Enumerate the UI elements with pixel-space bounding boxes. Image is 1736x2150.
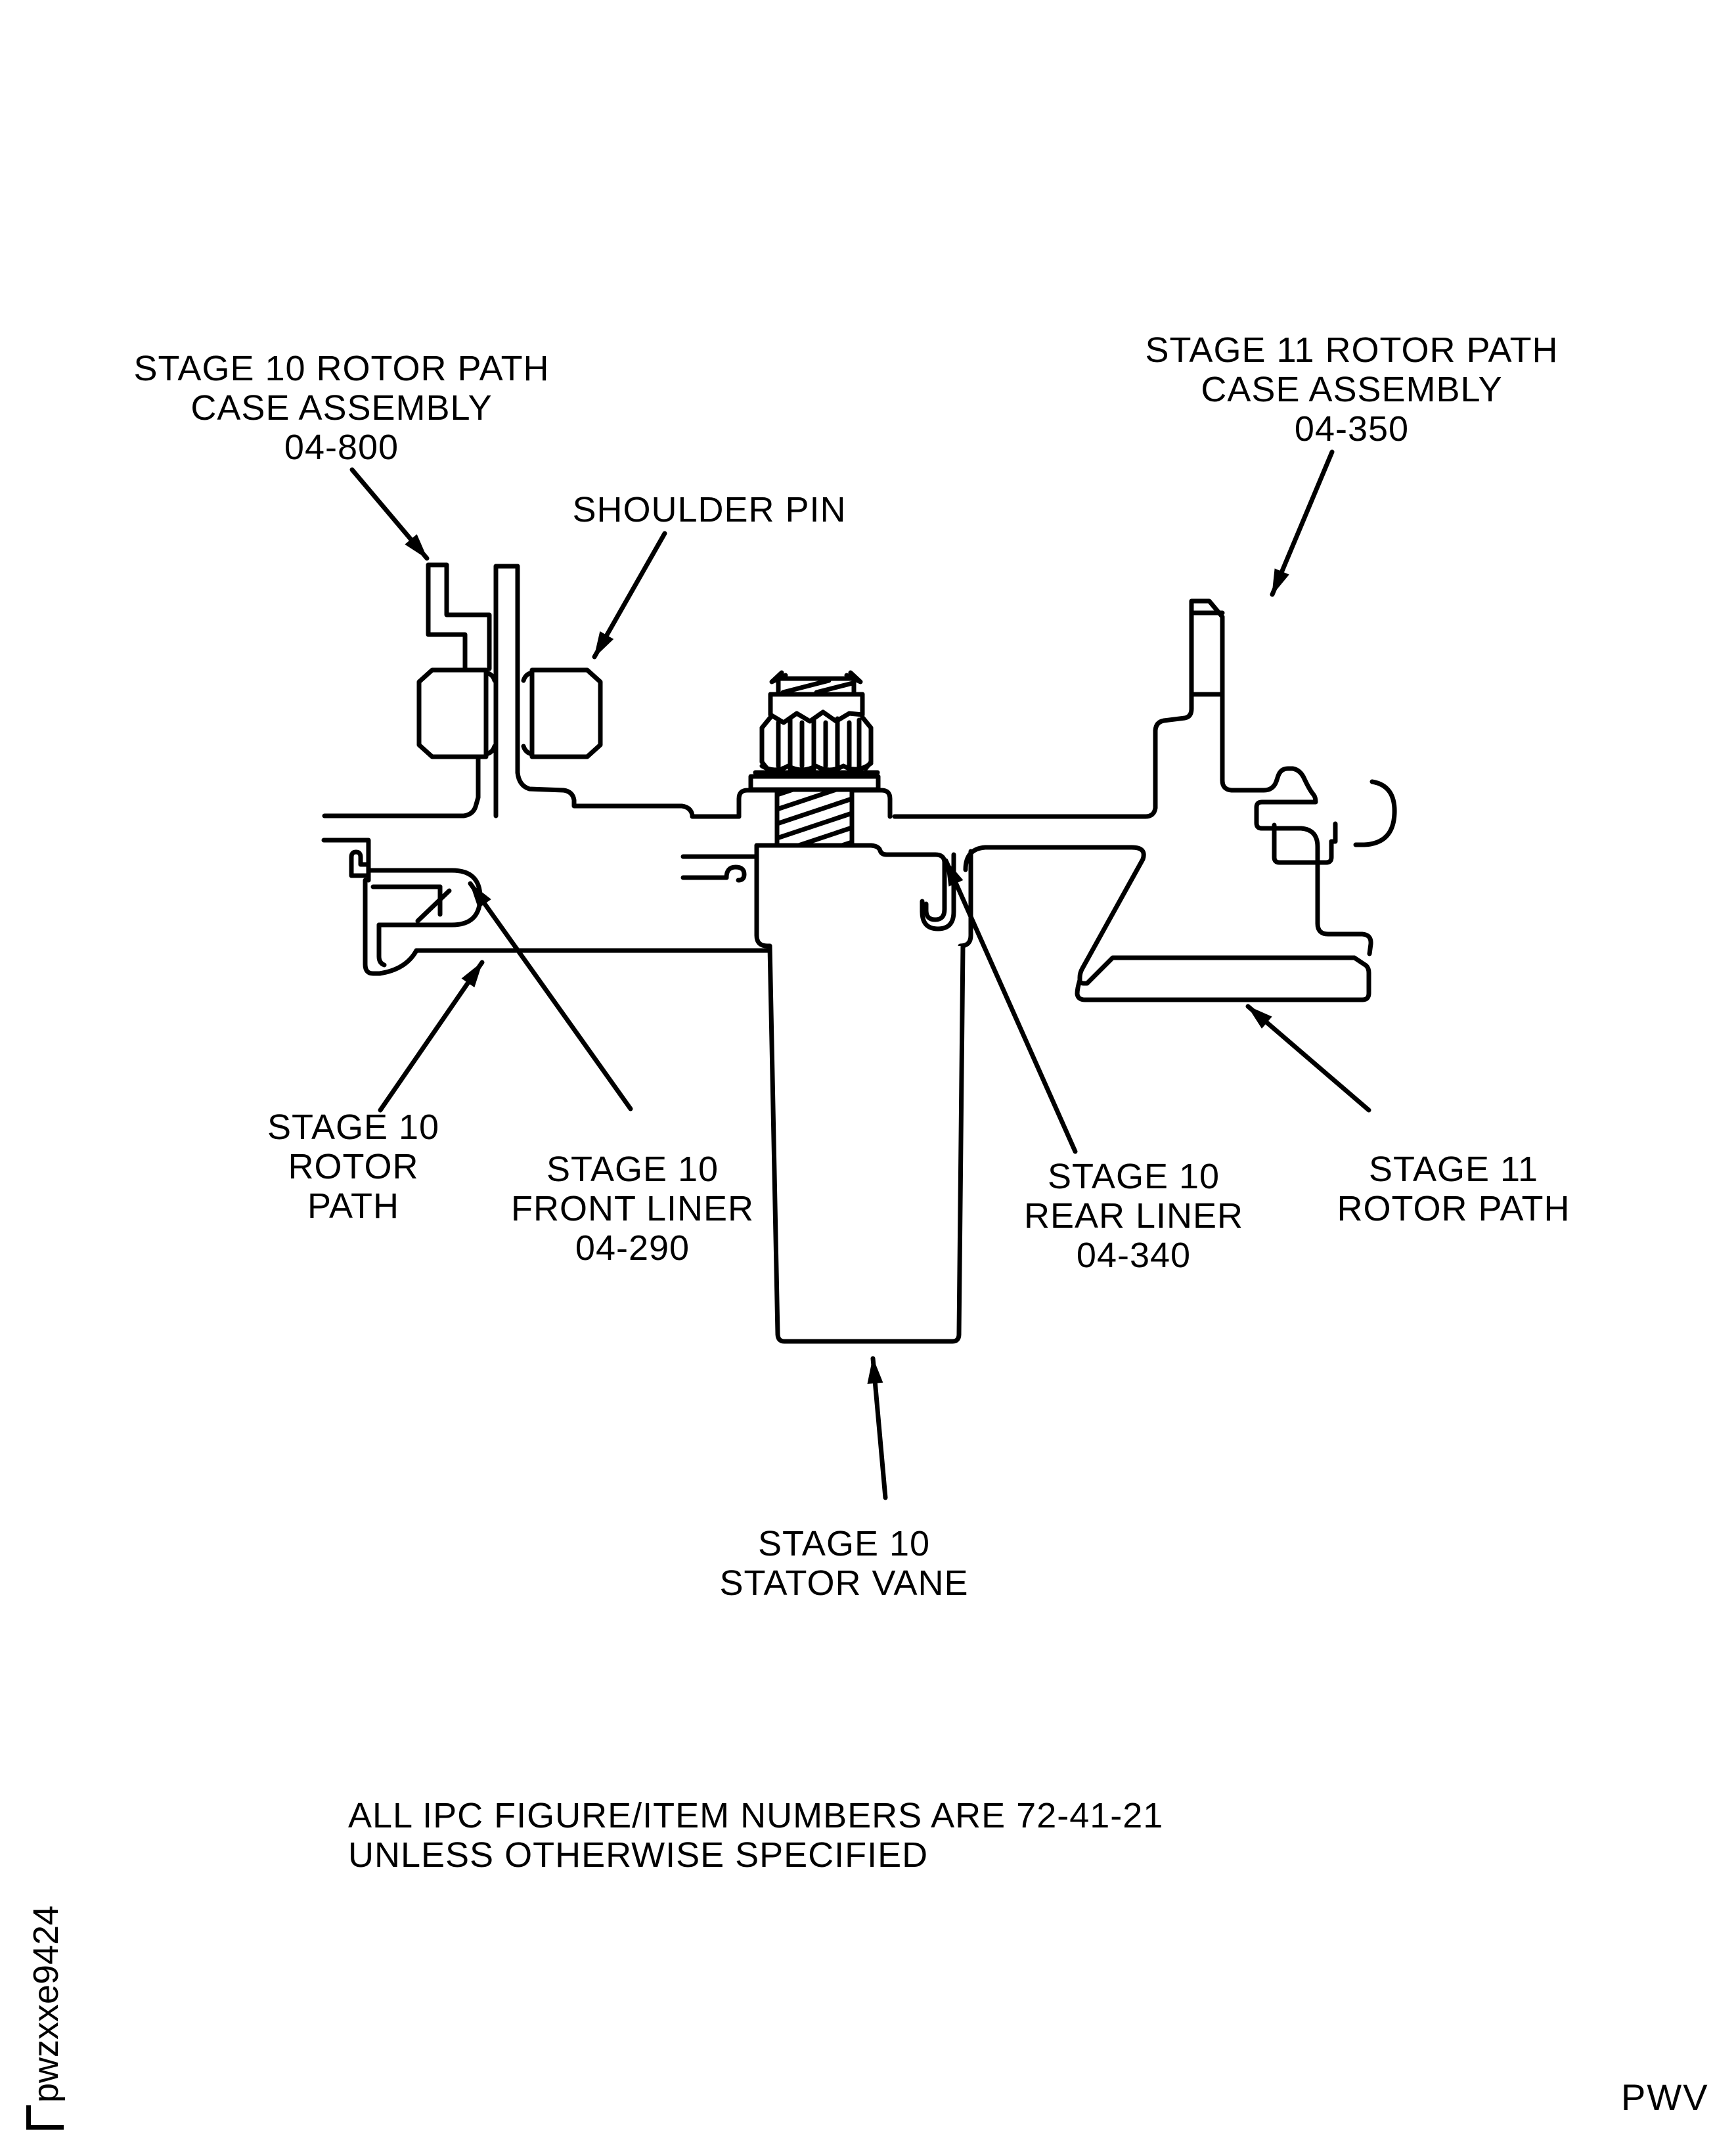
ipc-note: ALL IPC FIGURE/ITEM NUMBERS ARE 72-41-21…	[348, 1796, 1164, 1875]
vane-bolt-assembly	[736, 670, 893, 848]
label-stage10-rear-liner: STAGE 10 REAR LINER 04-340	[1023, 1157, 1244, 1275]
arrow-stage11-rotor-path	[1245, 1004, 1371, 1113]
publisher-code: PWV	[1621, 2076, 1709, 2118]
label-stage10-case-assembly: STAGE 10 ROTOR PATH CASE ASSEMBLY 04-800	[133, 349, 550, 467]
leader-arrows	[349, 449, 1371, 1500]
stator-vane-blade	[767, 943, 966, 1344]
corner-bracket-mark	[26, 2105, 64, 2130]
case-web-plate	[493, 564, 520, 775]
stage10-front-liner-shape	[366, 868, 483, 928]
arrow-stage10-front-liner	[468, 881, 633, 1111]
arrow-stage10-rotor-path	[378, 960, 485, 1113]
stage10-case-section-lines	[321, 757, 481, 883]
stator-vane-platform	[680, 843, 973, 949]
label-shoulder-pin: SHOULDER PIN	[572, 490, 847, 529]
label-stage11-rotor-path: STAGE 11 ROTOR PATH	[1337, 1150, 1570, 1228]
stage11-rotor-path-shape	[963, 845, 1371, 1002]
arrow-stage10-case	[349, 467, 430, 561]
label-stage10-rotor-path: STAGE 10 ROTOR PATH	[267, 1108, 440, 1226]
stage10-rear-liner-shape	[920, 852, 956, 931]
stage10-case-flange	[426, 562, 492, 671]
case-mid-line	[493, 770, 742, 819]
arrow-stator-vane	[867, 1356, 888, 1500]
label-stage11-case-assembly: STAGE 11 ROTOR PATH CASE ASSEMBLY 04-350	[1145, 330, 1559, 449]
arrow-stage11-case	[1270, 449, 1335, 597]
shoulder-pin-shape	[416, 667, 603, 759]
arrow-shoulder-pin	[592, 531, 667, 660]
document-code: pwzxxe9424	[26, 1906, 66, 2130]
arrow-stage10-rear-liner	[943, 858, 1078, 1154]
stage10-rotor-path-shape	[363, 878, 772, 976]
label-stage10-front-liner: STAGE 10 FRONT LINER 04-290	[510, 1150, 755, 1268]
label-stator-vane: STAGE 10 STATOR VANE	[719, 1524, 969, 1603]
stage11-case-shape	[892, 598, 1397, 956]
